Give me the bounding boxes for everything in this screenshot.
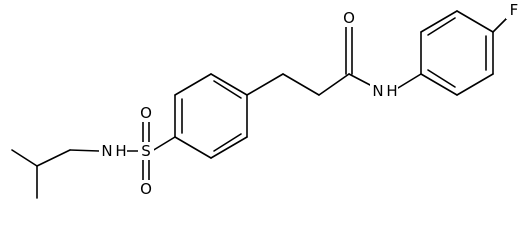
atom-h-amide-label: H — [386, 82, 397, 100]
bond-ring1-inner-2 — [213, 80, 242, 99]
atom-nh-sulfonamide: N H — [99, 141, 127, 161]
atom-n-sulfonamide-label: N — [101, 142, 112, 160]
bond-ring2-inner-1 — [427, 69, 456, 88]
atom-o-sulfonyl-top-label: O — [140, 104, 152, 122]
atom-s-label: S — [141, 142, 151, 160]
bond-ring1-inner-3 — [213, 133, 242, 152]
atom-o-sulfonyl-top: O — [138, 104, 154, 122]
atom-nh-amide: N H — [370, 81, 398, 101]
bond-ring1-ch2 — [246, 73, 284, 96]
atom-f-label: F — [510, 1, 519, 19]
atom-h-sulfonamide-label: H — [115, 142, 126, 160]
bond-ch2-co — [318, 73, 350, 96]
atom-s: S — [138, 142, 154, 160]
atom-o-sulfonyl-bottom: O — [138, 180, 154, 198]
bond-ch2-n-sulfonamide — [69, 149, 100, 152]
bond-ring1-b — [174, 73, 212, 96]
bonds-group — [11, 10, 509, 199]
bond-s-ring1 — [151, 136, 176, 152]
bond-ch3-a — [11, 149, 38, 167]
bond-ring1-e — [210, 136, 248, 159]
atom-n-amide-label: N — [372, 82, 383, 100]
atom-o-sulfonyl-bottom-label: O — [140, 180, 152, 198]
bond-c-n-amide — [348, 73, 373, 87]
bond-c-f — [492, 16, 509, 33]
atom-o-carbonyl-label: O — [343, 9, 355, 27]
atom-f: F — [506, 1, 522, 19]
bond-ring2-a — [420, 73, 458, 96]
bond-ring1-f — [174, 136, 212, 159]
bond-ring2-e — [420, 10, 458, 33]
bond-n-ring2 — [397, 73, 422, 89]
atom-labels-group: O N H F S O O N H — [99, 1, 522, 198]
bond-ch2-ch2 — [282, 73, 320, 96]
bond-ring1-c — [210, 73, 248, 96]
molecule-structure-diagram: O N H F S O O N H — [11, 1, 522, 199]
bond-ring2-inner-3 — [427, 17, 456, 36]
bond-ring2-d — [456, 10, 494, 33]
bond-ring2-b — [456, 73, 494, 96]
atom-o-carbonyl: O — [341, 9, 357, 27]
bond-ch-ch2 — [36, 149, 71, 167]
